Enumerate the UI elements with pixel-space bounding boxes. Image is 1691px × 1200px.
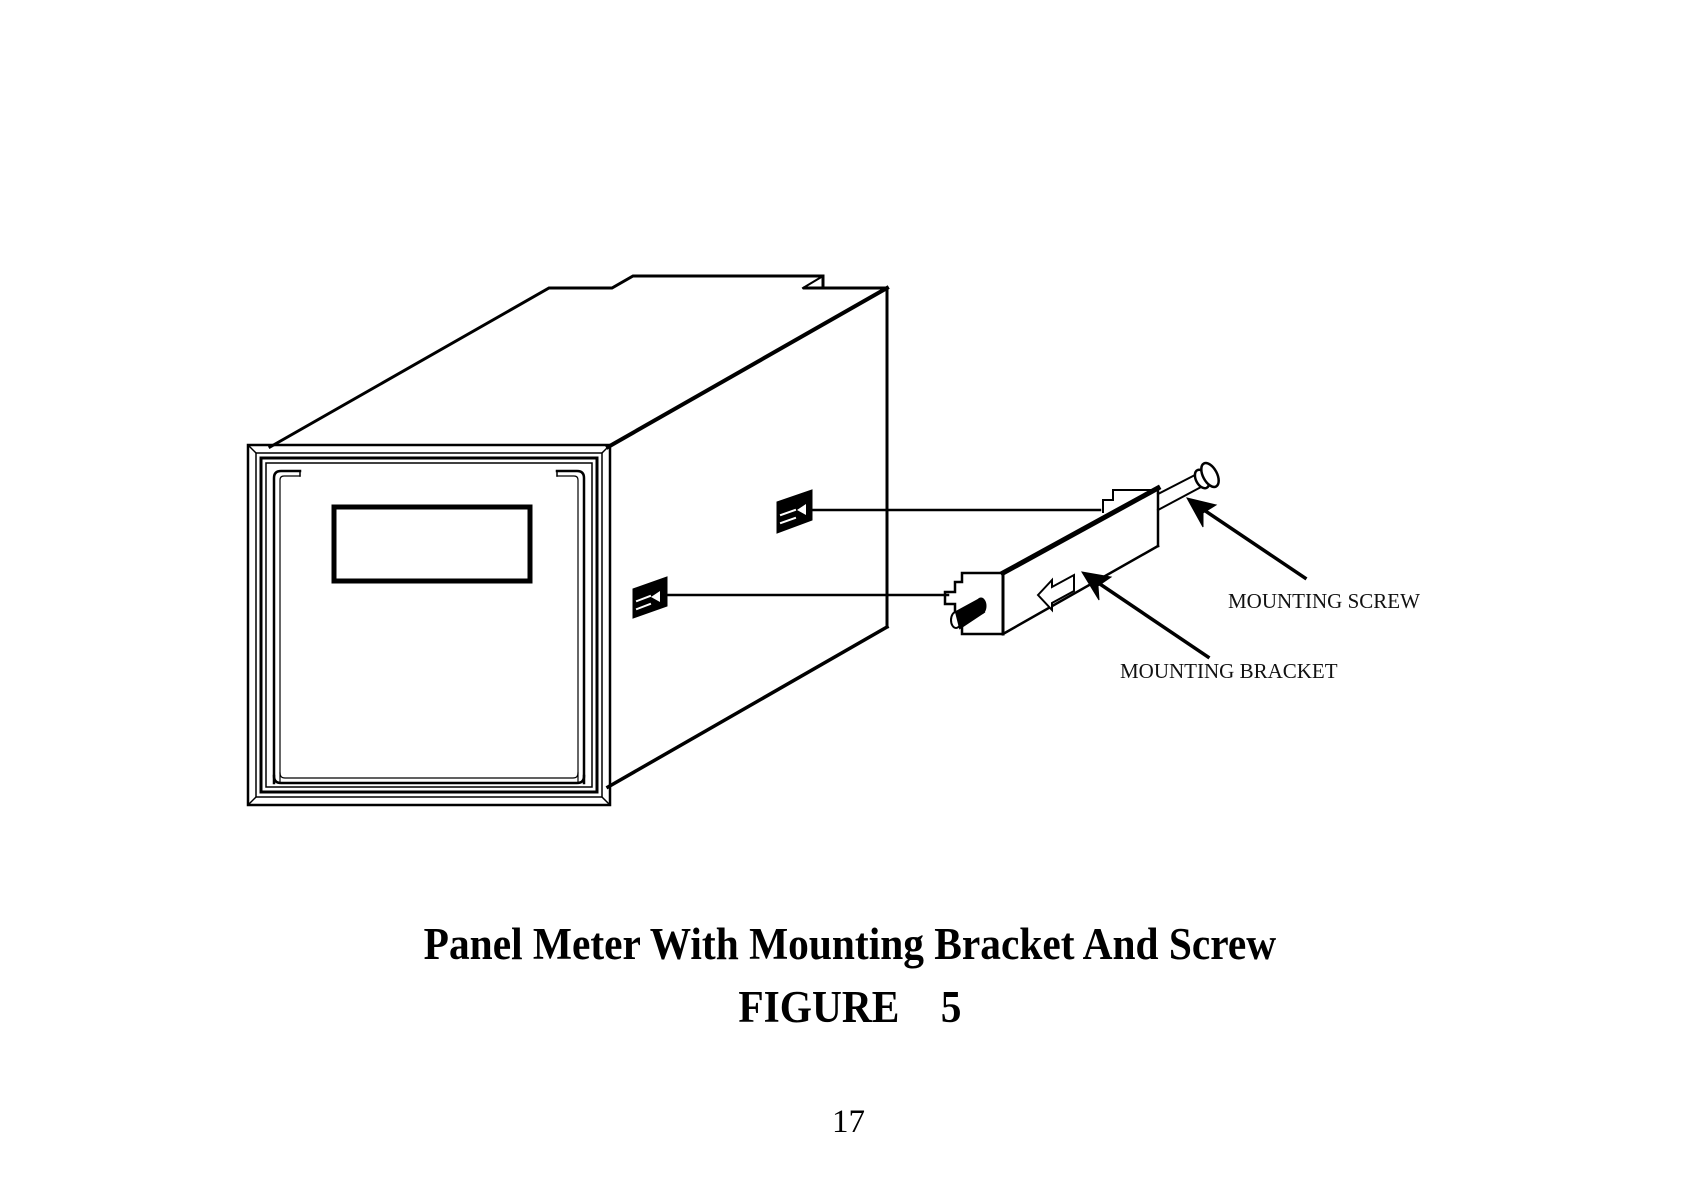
display-window [331, 504, 533, 584]
housing-top-face [267, 274, 890, 450]
front-bezel [246, 443, 612, 807]
housing-side-face [605, 286, 890, 790]
mounting-bracket [943, 484, 1162, 636]
screw-tip [950, 597, 987, 630]
mounting-screw [1156, 461, 1220, 512]
figure-caption-title: Panel Meter With Mounting Bracket And Sc… [423, 919, 1277, 969]
bracket-callout-arrow [1081, 571, 1211, 660]
mounting-screw-label: MOUNTING SCREW [1228, 589, 1420, 613]
figure-number-label: FIGURE 5 [738, 982, 962, 1032]
lower-mounting-slot [632, 576, 950, 619]
screw-callout-arrow [1186, 497, 1308, 581]
upper-mounting-slot [776, 489, 1102, 534]
page-number: 17 [832, 1104, 865, 1140]
mounting-bracket-label: MOUNTING BRACKET [1120, 659, 1338, 683]
